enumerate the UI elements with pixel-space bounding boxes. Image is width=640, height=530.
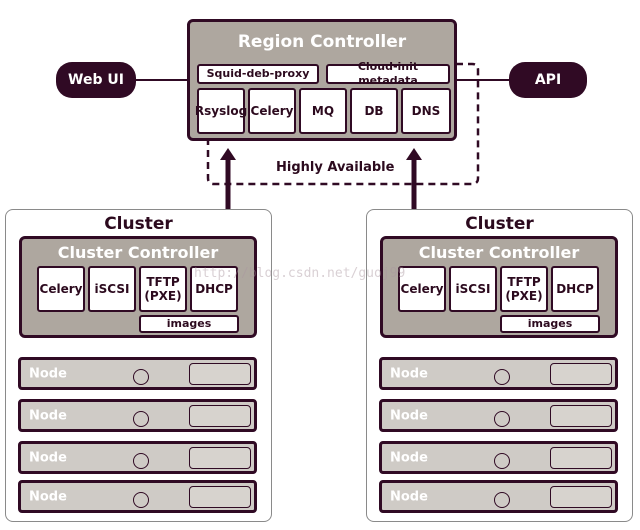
node-row: Node <box>18 357 257 390</box>
cluster-controller-left: Cluster Controller Celery iSCSI TFTP (PX… <box>19 236 257 338</box>
node-row: Node <box>18 480 257 513</box>
cluster-label: Cluster <box>465 214 534 234</box>
watermark: http://blog.csdn.net/guoj99 <box>194 266 406 281</box>
mq-box: MQ <box>299 88 347 134</box>
node-resource-rect <box>550 405 612 427</box>
node-row: Node <box>379 480 618 513</box>
node-resource-rect <box>189 486 251 508</box>
node-row: Node <box>18 441 257 474</box>
node-row: Node <box>379 441 618 474</box>
node-label: Node <box>29 408 67 423</box>
cluster-controller-right: Cluster Controller Celery iSCSI TFTP (PX… <box>380 236 618 338</box>
rsyslog-box: Rsyslog <box>195 88 247 134</box>
node-label: Node <box>390 450 428 465</box>
node-status-circle <box>133 492 149 508</box>
cloud-init-metadata-box: Cloud-init metadata <box>326 60 450 87</box>
node-status-circle <box>133 411 149 427</box>
cluster-controller-title: Cluster Controller <box>418 243 580 262</box>
iscsi-box: iSCSI <box>449 266 497 312</box>
node-row: Node <box>18 399 257 432</box>
node-row: Node <box>379 357 618 390</box>
node-label: Node <box>29 489 67 504</box>
cluster-label: Cluster <box>104 214 173 234</box>
node-label: Node <box>390 489 428 504</box>
node-status-circle <box>494 411 510 427</box>
dhcp-box: DHCP <box>551 266 599 312</box>
db-box: DB <box>350 88 398 134</box>
node-status-circle <box>133 369 149 385</box>
node-resource-rect <box>189 405 251 427</box>
celery-box: Celery <box>398 266 446 312</box>
region-controller: Region Controller Squid-deb-proxy Cloud-… <box>187 19 457 141</box>
api-node: API <box>509 62 587 98</box>
node-status-circle <box>494 453 510 469</box>
node-status-circle <box>494 492 510 508</box>
node-resource-rect <box>189 447 251 469</box>
high-availability-dashed-boundary <box>206 62 480 186</box>
iscsi-box: iSCSI <box>88 266 136 312</box>
images-box: images <box>500 315 600 333</box>
celery-box: Celery <box>37 266 85 312</box>
node-label: Node <box>390 366 428 381</box>
node-resource-rect <box>550 447 612 469</box>
web-ui-node: Web UI <box>56 62 136 98</box>
cluster-controller-title: Cluster Controller <box>57 243 219 262</box>
node-status-circle <box>494 369 510 385</box>
tftp-pxe-box: TFTP (PXE) <box>139 266 187 312</box>
node-label: Node <box>29 450 67 465</box>
celery-box: Celery <box>248 88 296 134</box>
region-controller-title: Region Controller <box>237 32 407 52</box>
node-status-circle <box>133 453 149 469</box>
node-label: Node <box>29 366 67 381</box>
dns-box: DNS <box>401 88 451 134</box>
dhcp-box: DHCP <box>190 266 238 312</box>
images-box: images <box>139 315 239 333</box>
node-resource-rect <box>550 486 612 508</box>
node-label: Node <box>390 408 428 423</box>
highly-available-label: Highly Available <box>276 160 395 175</box>
squid-deb-proxy-box: Squid-deb-proxy <box>197 64 319 84</box>
tftp-pxe-box: TFTP (PXE) <box>500 266 548 312</box>
node-row: Node <box>379 399 618 432</box>
node-resource-rect <box>550 363 612 385</box>
node-resource-rect <box>189 363 251 385</box>
